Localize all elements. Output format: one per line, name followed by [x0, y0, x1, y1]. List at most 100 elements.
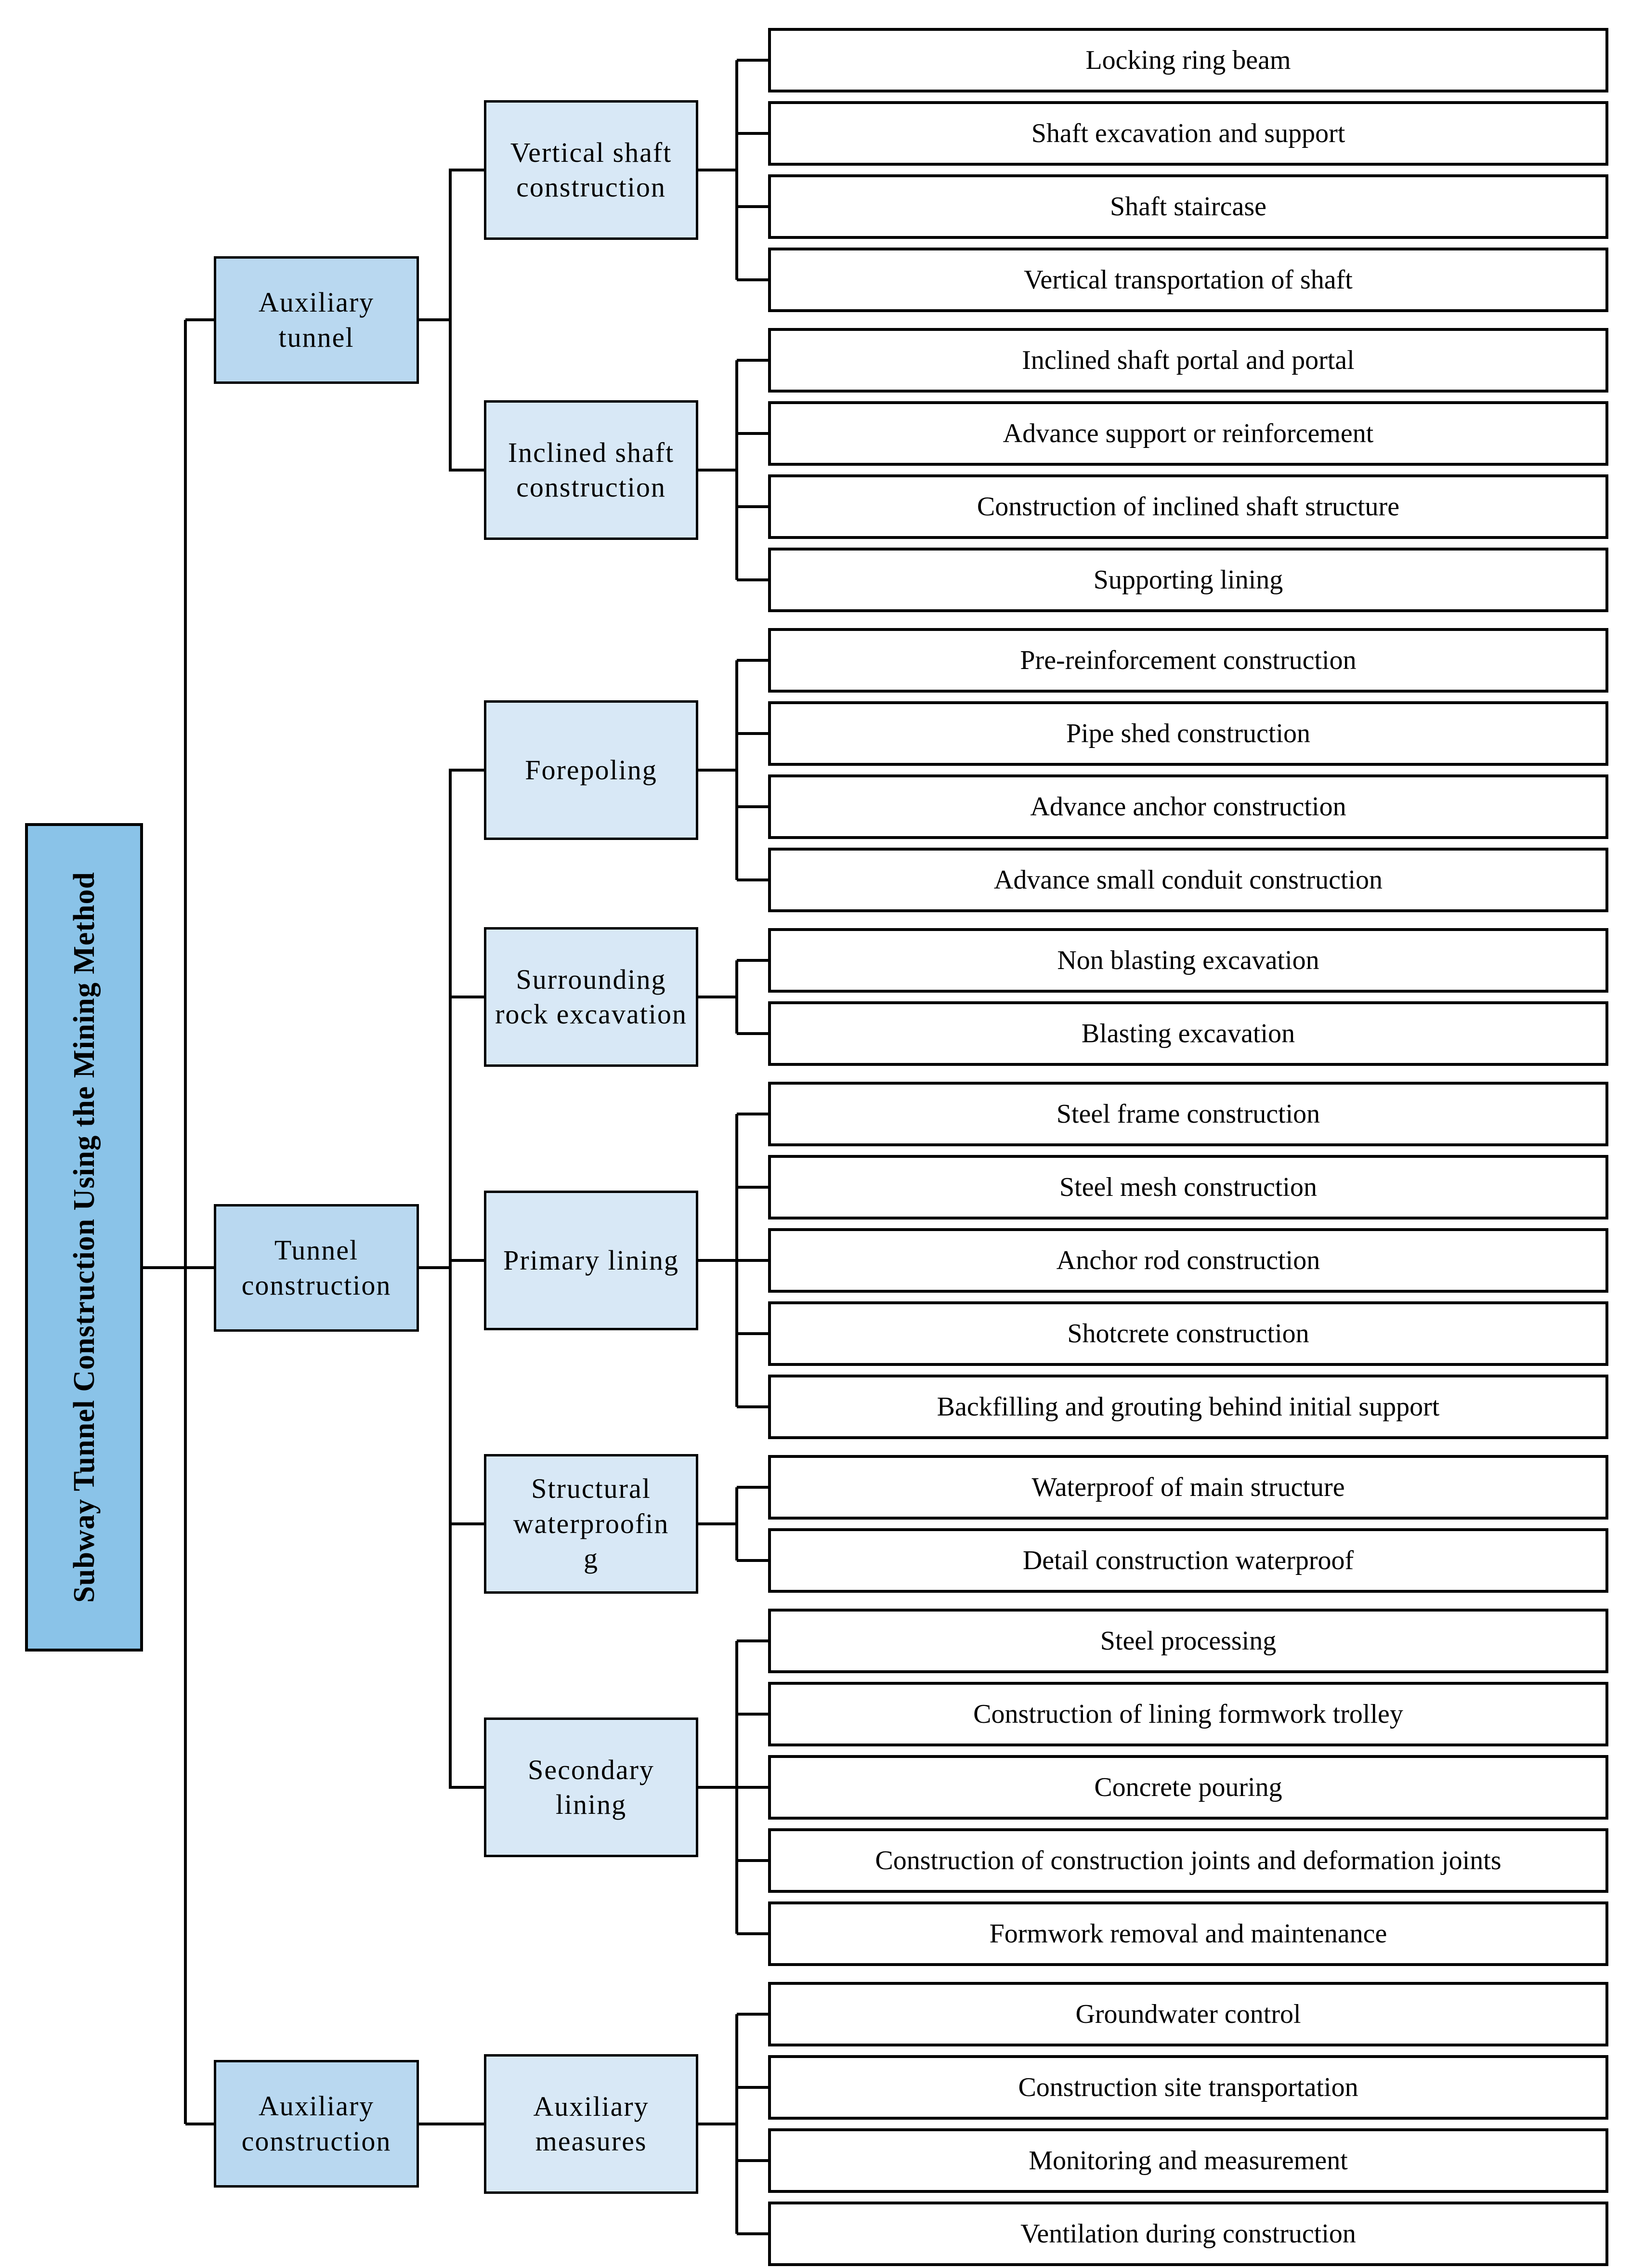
leaf-node: Detail construction waterproof [768, 1528, 1608, 1593]
leaf-label: Shaft staircase [1110, 192, 1266, 222]
root-label: Subway Tunnel Construction Using the Min… [67, 872, 101, 1603]
connector-line [735, 660, 738, 880]
subbranch-primary-lining: Primary lining [484, 1191, 698, 1330]
connector-line [737, 1859, 768, 1862]
branch-auxiliary-tunnel: Auxiliary tunnel [214, 256, 419, 384]
leaf-node: Backfilling and grouting behind initial … [768, 1375, 1608, 1439]
connector-line [735, 1487, 738, 1560]
subbranch-forepoling: Forepoling [484, 700, 698, 840]
connector-line [737, 659, 768, 662]
subbranch-structural-waterproofing: Structural waterproofing [484, 1454, 698, 1594]
leaf-label: Advance small conduit construction [993, 865, 1383, 895]
connector-line [737, 2013, 768, 2016]
connector-line [737, 1186, 768, 1189]
subbranch-label: Surrounding rock excavation [495, 963, 687, 1030]
leaf-node: Inclined shaft portal and portal [768, 328, 1608, 393]
leaf-node: Non blasting excavation [768, 928, 1608, 993]
connector-line [185, 318, 214, 321]
leaf-node: Formwork removal and maintenance [768, 1901, 1608, 1966]
leaf-label: Formwork removal and maintenance [989, 1919, 1387, 1949]
leaf-node: Shaft staircase [768, 174, 1608, 239]
connector-line [698, 169, 737, 171]
connector-line [449, 469, 484, 472]
connector-line [737, 2159, 768, 2162]
connector-line [737, 1113, 768, 1115]
leaf-label: Construction of construction joints and … [875, 1846, 1501, 1875]
connector-line [449, 1786, 484, 1789]
subbranch-auxiliary-measures: Auxiliary measures [484, 2054, 698, 2194]
leaf-node: Construction of construction joints and … [768, 1828, 1608, 1893]
connector-line [449, 170, 452, 470]
connector-line [449, 769, 484, 772]
connector-line [698, 1259, 737, 1262]
connector-line [449, 1259, 484, 1262]
leaf-label: Inclined shaft portal and portal [1022, 345, 1355, 375]
leaf-node: Steel processing [768, 1609, 1608, 1673]
connector-line [737, 132, 768, 135]
leaf-node: Locking ring beam [768, 28, 1608, 92]
leaf-node: Vertical transportation of shaft [768, 248, 1608, 312]
connector-line [419, 318, 450, 321]
leaf-label: Advance support or reinforcement [1003, 419, 1374, 448]
leaf-label: Blasting excavation [1081, 1019, 1295, 1049]
connector-line [737, 359, 768, 362]
connector-line [737, 578, 768, 581]
leaf-node: Supporting lining [768, 548, 1608, 612]
leaf-node: Steel mesh construction [768, 1155, 1608, 1219]
connector-line [735, 2014, 738, 2234]
leaf-label: Steel mesh construction [1059, 1172, 1317, 1202]
connector-line [737, 205, 768, 208]
leaf-label: Backfilling and grouting behind initial … [937, 1392, 1440, 1422]
connector-line [737, 1405, 768, 1408]
connector-line [737, 1713, 768, 1716]
leaf-label: Monitoring and measurement [1029, 2146, 1348, 2176]
subbranch-label: Inclined shaft construction [508, 436, 675, 503]
connector-line [735, 960, 738, 1034]
connector-line [735, 60, 738, 280]
subbranch-surrounding-rock-excavation: Surrounding rock excavation [484, 927, 698, 1067]
leaf-label: Steel processing [1100, 1626, 1277, 1656]
connector-line [737, 1032, 768, 1035]
leaf-label: Construction of lining formwork trolley [973, 1699, 1403, 1729]
connector-line [184, 320, 187, 2124]
branch-tunnel-construction: Tunnel construction [214, 1204, 419, 1332]
leaf-label: Shaft excavation and support [1031, 118, 1345, 148]
leaf-node: Shaft excavation and support [768, 101, 1608, 166]
connector-line [698, 769, 737, 772]
connector-line [735, 360, 738, 580]
leaf-label: Waterproof of main structure [1031, 1472, 1345, 1502]
leaf-node: Pre-reinforcement construction [768, 628, 1608, 693]
connector-line [737, 278, 768, 281]
leaf-label: Construction of inclined shaft structure [977, 492, 1400, 522]
leaf-node: Advance small conduit construction [768, 848, 1608, 912]
branch-label: Tunnel construction [241, 1234, 391, 1301]
leaf-node: Shotcrete construction [768, 1301, 1608, 1366]
subbranch-label: Primary lining [503, 1244, 679, 1276]
leaf-label: Ventilation during construction [1020, 2219, 1356, 2249]
connector-line [698, 996, 737, 998]
leaf-label: Steel frame construction [1056, 1099, 1320, 1129]
branch-auxiliary-construction: Auxiliary construction [214, 2060, 419, 2188]
connector-line [449, 770, 452, 1787]
connector-line [698, 1786, 737, 1789]
connector-line [698, 1522, 737, 1525]
leaf-label: Concrete pouring [1094, 1772, 1282, 1802]
leaf-node: Concrete pouring [768, 1755, 1608, 1820]
connector-line [737, 1332, 768, 1335]
leaf-label: Anchor rod construction [1056, 1245, 1320, 1275]
leaf-node: Pipe shed construction [768, 701, 1608, 766]
leaf-label: Supporting lining [1093, 565, 1283, 595]
leaf-node: Construction of lining formwork trolley [768, 1682, 1608, 1746]
leaf-label: Pipe shed construction [1066, 719, 1311, 748]
subbranch-label: Secondary lining [528, 1754, 654, 1821]
root-node: Subway Tunnel Construction Using the Min… [25, 823, 143, 1652]
connector-line [737, 1559, 768, 1562]
leaf-node: Construction site transportation [768, 2055, 1608, 2120]
subbranch-secondary-lining: Secondary lining [484, 1717, 698, 1857]
connector-line [419, 2123, 484, 2125]
leaf-node: Anchor rod construction [768, 1228, 1608, 1293]
leaf-node: Ventilation during construction [768, 2202, 1608, 2266]
leaf-label: Detail construction waterproof [1022, 1546, 1354, 1575]
leaf-label: Construction site transportation [1018, 2072, 1358, 2102]
connector-line [737, 959, 768, 962]
